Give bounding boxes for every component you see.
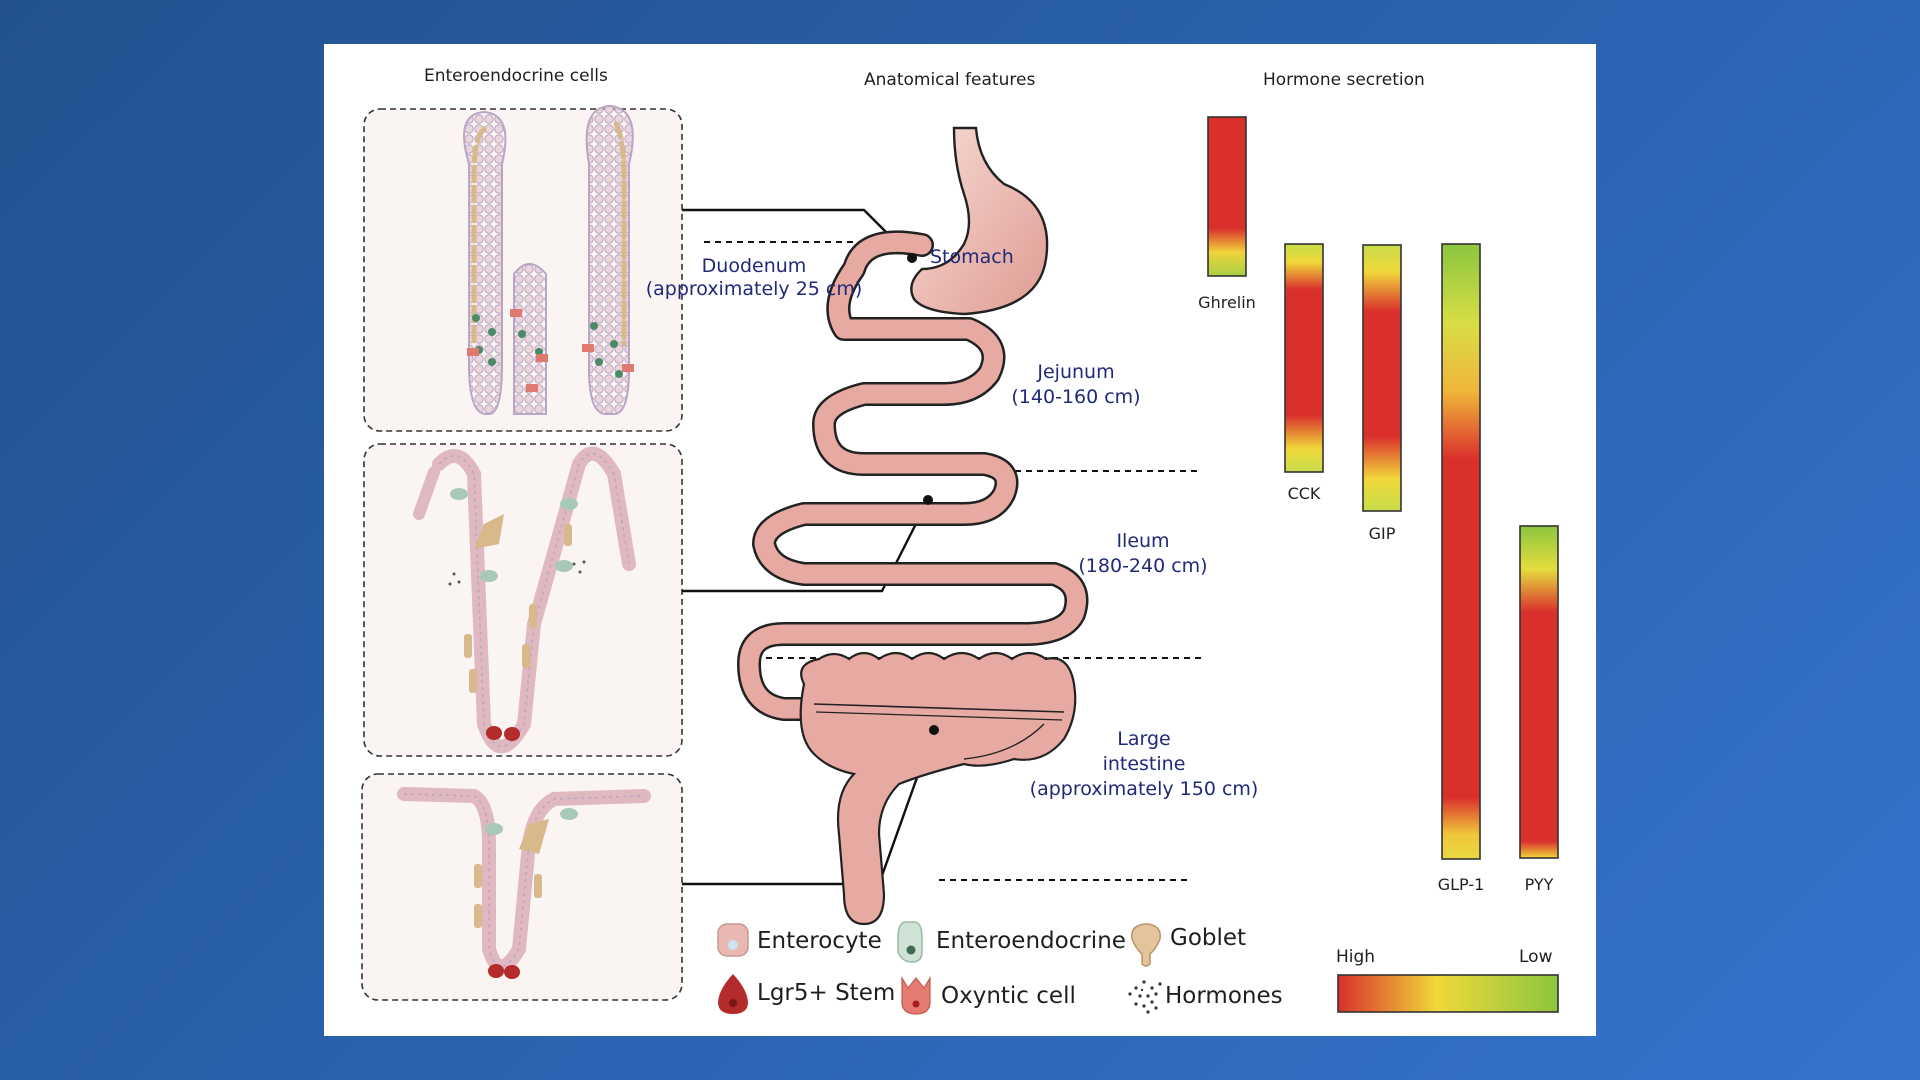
cck-bar xyxy=(1284,243,1324,473)
legend-goblet: Goblet xyxy=(1170,925,1246,951)
enterocyte-icon xyxy=(717,923,749,957)
label-ileum: Ileum xyxy=(1116,530,1169,552)
gip-label: GIP xyxy=(1369,524,1396,543)
legend-enterocyte: Enterocyte xyxy=(757,928,882,954)
stem-cell-icon xyxy=(718,974,748,1014)
label-large-intestine-1: Large xyxy=(1117,728,1170,750)
enteroendocrine-icon xyxy=(897,921,923,963)
label-jejunum-length: (140-160 cm) xyxy=(1011,386,1140,408)
gip-bar xyxy=(1362,244,1402,512)
glp1-bar xyxy=(1441,243,1481,860)
ghrelin-bar xyxy=(1207,116,1247,277)
ghrelin-label: Ghrelin xyxy=(1198,293,1256,312)
legend: Enterocyte Enteroendocrine Goblet Lgr5+ … xyxy=(717,921,1559,1015)
pyy-label: PYY xyxy=(1525,875,1554,894)
scale-low-label: Low xyxy=(1519,947,1553,967)
label-duodenum: Duodenum xyxy=(702,255,807,277)
label-duodenum-length: (approximately 25 cm) xyxy=(646,278,863,300)
scale-gradient-bar xyxy=(1337,974,1559,1013)
label-large-intestine-2: intestine xyxy=(1103,753,1186,775)
pyy-bar xyxy=(1519,525,1559,859)
legend-hormones: Hormones xyxy=(1165,983,1283,1009)
figure-panel: Enteroendocrine cells Anatomical feature… xyxy=(324,44,1596,1036)
cck-label: CCK xyxy=(1288,484,1321,503)
legend-oxyntic: Oxyntic cell xyxy=(941,983,1076,1009)
hormones-icon xyxy=(1128,980,1162,1014)
legend-stem: Lgr5+ Stem xyxy=(757,980,895,1006)
glp1-label: GLP-1 xyxy=(1438,875,1485,894)
label-jejunum: Jejunum xyxy=(1036,361,1114,383)
goblet-icon xyxy=(1131,923,1161,967)
scale-high-label: High xyxy=(1336,947,1375,967)
label-stomach: Stomach xyxy=(930,246,1014,268)
legend-enteroendocrine: Enteroendocrine xyxy=(936,928,1126,954)
gi-tract-illustration xyxy=(682,126,1204,926)
header-enteroendocrine-cells: Enteroendocrine cells xyxy=(424,66,608,86)
cell-box-small-intestine xyxy=(363,443,683,757)
label-large-intestine-length: (approximately 150 cm) xyxy=(1030,778,1259,800)
header-anatomical-features: Anatomical features xyxy=(864,70,1035,90)
label-ileum-length: (180-240 cm) xyxy=(1078,555,1207,577)
oxyntic-cell-icon xyxy=(901,975,931,1015)
header-hormone-secretion: Hormone secretion xyxy=(1263,70,1425,90)
cell-box-stomach xyxy=(363,104,683,432)
cell-box-large-intestine xyxy=(361,773,683,1001)
